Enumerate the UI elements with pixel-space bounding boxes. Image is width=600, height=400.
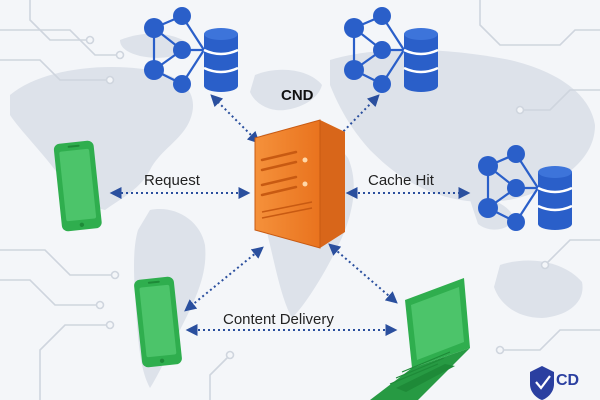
shield-logo-icon — [530, 366, 554, 400]
edge-label-request: Request — [144, 172, 200, 189]
smartphone-icon — [53, 140, 102, 232]
diagram-title: CND — [281, 87, 314, 104]
smartphone-icon — [134, 276, 182, 368]
circuit-nodes-background — [85, 35, 550, 360]
arrow-server-database-top-left — [210, 94, 260, 144]
logo-text: CD — [556, 372, 580, 389]
network-database-icon — [144, 7, 239, 93]
arrow-server-phone-bottom — [184, 246, 264, 312]
edge-label-cache-hit: Cache Hit — [368, 172, 434, 189]
network-database-icon — [344, 7, 439, 93]
edge-label-content-delivery: Content Delivery — [223, 311, 334, 328]
server-icon — [254, 119, 345, 249]
network-database-icon — [478, 145, 573, 231]
arrow-server-laptop — [328, 243, 398, 304]
laptop-icon — [370, 278, 470, 400]
